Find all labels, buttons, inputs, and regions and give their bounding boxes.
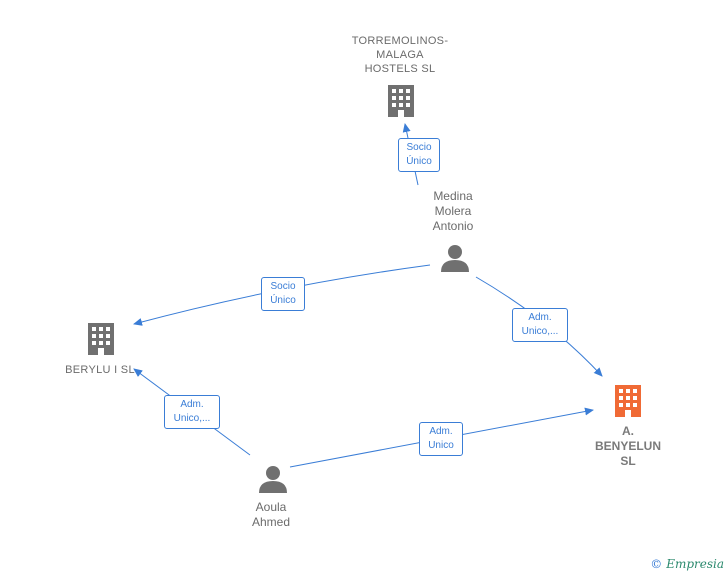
node-label-torremolinos[interactable]: TORREMOLINOS- MALAGA HOSTELS SL	[351, 35, 449, 75]
edge-label-aoula-berylu: Adm. Unico,...	[164, 395, 220, 429]
node-label-medina[interactable]: Medina Molera Antonio	[432, 189, 474, 233]
node-label-aoula[interactable]: Aoula Ahmed	[251, 500, 291, 529]
node-label-benyelun[interactable]: A. BENYELUN SL	[594, 424, 661, 468]
node-label-berylu[interactable]: BERYLU I SL	[65, 364, 135, 376]
edge-label-medina-benyelun: Adm. Unico,...	[512, 308, 568, 342]
brand-logo: Empresia	[666, 557, 724, 571]
building-icon	[615, 385, 641, 417]
building-icon	[388, 85, 414, 117]
copyright-icon: ©	[650, 557, 663, 571]
footer-brand: ©Empresia	[650, 557, 724, 571]
edge-label-aoula-benyelun: Adm. Unico	[419, 422, 463, 456]
edge-label-medina-torremolinos: Socio Único	[398, 138, 440, 172]
edge-label-medina-berylu: Socio Único	[261, 277, 305, 311]
person-icon	[441, 245, 469, 272]
person-icon	[259, 466, 287, 493]
building-icon	[88, 323, 114, 355]
